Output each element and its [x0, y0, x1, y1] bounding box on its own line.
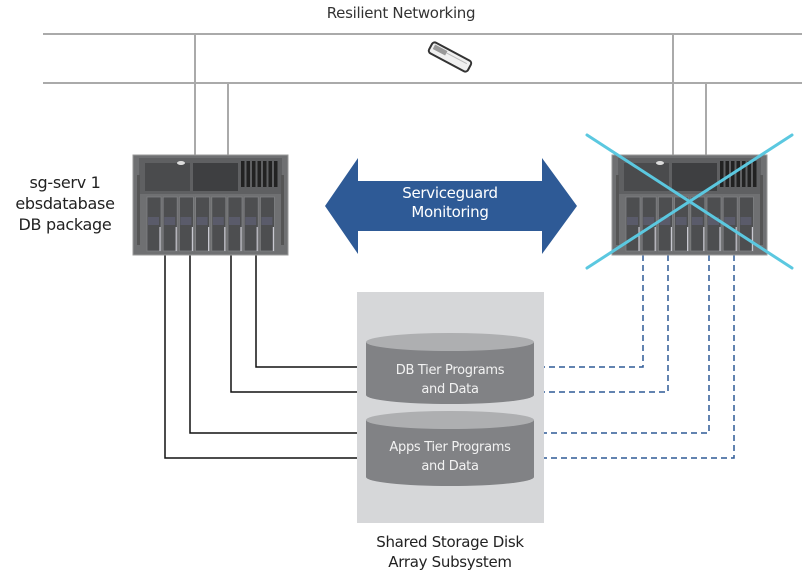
storage-label: Shared Storage Disk Array Subsystem — [330, 532, 570, 572]
diagram-title: Resilient Networking — [326, 4, 476, 22]
monitoring-label-line: Monitoring — [411, 203, 489, 221]
primary-server-label: sg-serv 1 ebsdatabase DB package — [0, 172, 130, 235]
storage-label-line: Array Subsystem — [388, 553, 512, 571]
link-apps-1 — [189, 255, 366, 434]
apps-tier-label: Apps Tier Programs and Data — [366, 438, 534, 476]
network-bus — [43, 33, 802, 156]
apps-tier-label-line: and Data — [421, 459, 479, 474]
db-tier-label-line: DB Tier Programs — [395, 363, 505, 378]
apps-tier-label-line: Apps Tier Programs — [389, 440, 511, 455]
server-vent — [241, 161, 278, 187]
storage-array-box — [357, 292, 544, 523]
server-label-line: sg-serv 1 — [29, 173, 101, 192]
db-tier-label-line: and Data — [421, 382, 479, 397]
db-tier-label: DB Tier Programs and Data — [366, 361, 534, 399]
apps-tier-cylinder — [366, 411, 534, 486]
primary-server-icon — [132, 154, 289, 256]
secondary-storage-links — [534, 255, 735, 459]
storage-label-line: Shared Storage Disk — [376, 533, 524, 551]
server-label-line: ebsdatabase — [15, 194, 115, 213]
link-apps-2 — [164, 255, 366, 459]
db-tier-cylinder — [366, 333, 534, 404]
monitoring-label-line: Serviceguard — [402, 184, 498, 202]
server-label-line: DB package — [18, 215, 112, 234]
link-db-2 — [230, 255, 366, 393]
dashed-link-db-1 — [534, 255, 644, 368]
monitoring-label: Serviceguard Monitoring — [370, 184, 530, 222]
x-mark-icon — [585, 133, 794, 270]
server-drive-bays — [146, 196, 275, 252]
dashed-link-db-2 — [534, 255, 669, 393]
dashed-link-apps-2 — [534, 255, 735, 459]
dashed-link-apps-1 — [534, 255, 710, 434]
double-arrow-icon — [325, 158, 577, 254]
link-db-1 — [255, 255, 366, 368]
primary-storage-links — [164, 255, 366, 459]
secondary-server-icon — [611, 154, 768, 256]
network-switch-icon — [427, 41, 473, 73]
